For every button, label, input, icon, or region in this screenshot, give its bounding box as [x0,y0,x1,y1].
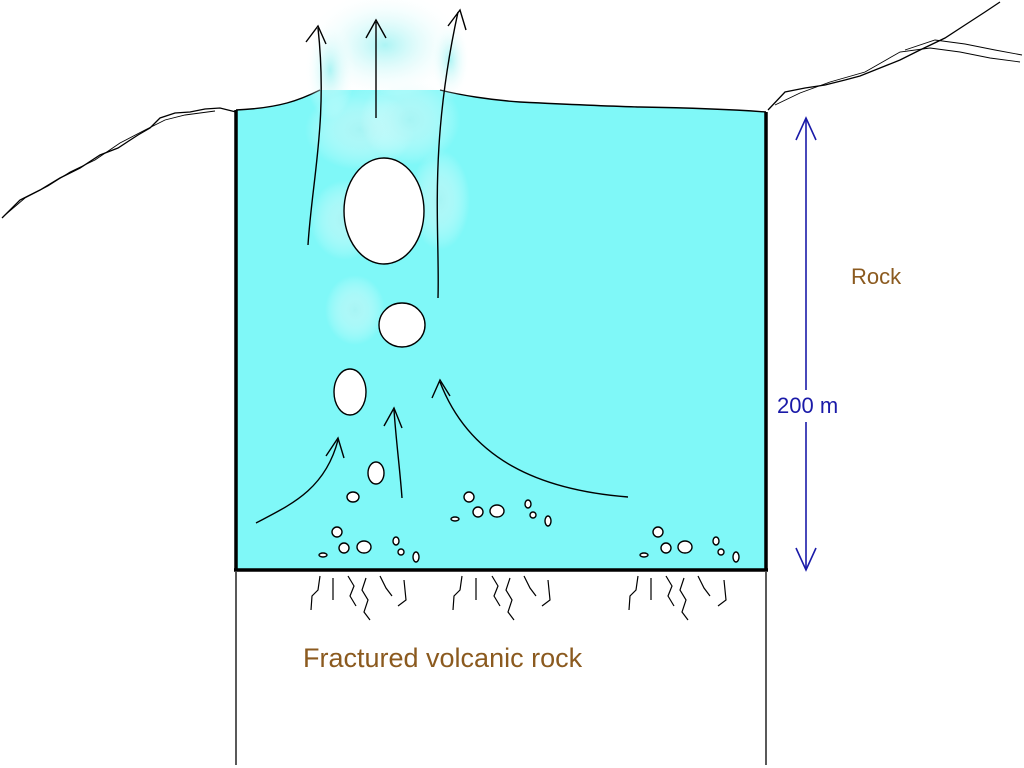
lake-water [236,90,766,570]
ground-surface-left [1,107,237,219]
crack-icon [310,575,727,621]
rock-label: Rock [851,264,902,289]
ground-surface-right-3 [904,39,1023,56]
ground-surface-left-2 [4,110,216,216]
ground-surface-right-2 [774,47,1021,106]
ground-surface-right [767,1,1001,111]
arrow-up-icon [305,8,467,299]
fractured-rock-label: Fractured volcanic rock [303,643,583,673]
bubble [318,157,740,563]
depth-label: 200 m [777,393,838,418]
gas-plume [305,0,470,345]
double-arrow-vertical-icon [795,116,817,572]
arrow-up-icon [255,378,629,524]
